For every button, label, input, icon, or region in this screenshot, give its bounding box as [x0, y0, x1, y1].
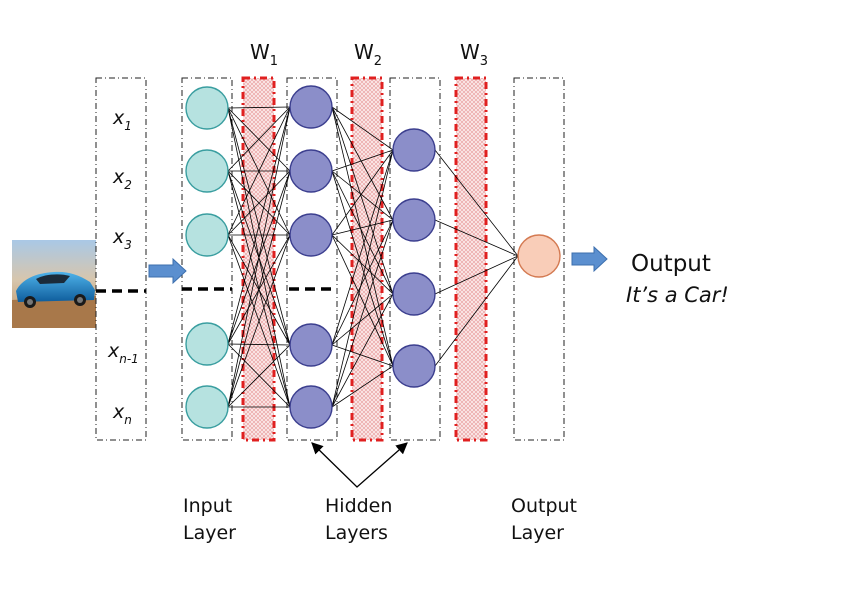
input-node — [185, 213, 229, 257]
hidden-layer-2-node — [392, 344, 436, 388]
output-layer-caption-line2: Layer — [511, 522, 564, 544]
connection-w1 — [227, 106, 291, 172]
connection-w3 — [434, 149, 519, 257]
output-title: Output — [631, 251, 711, 277]
output-arrow — [571, 245, 608, 273]
output-node — [517, 234, 561, 278]
connection-w1 — [227, 106, 291, 109]
hidden-layer-1-node — [289, 213, 333, 257]
ellipsis-separators — [96, 287, 335, 293]
connection-w2 — [331, 106, 394, 221]
connection-w1 — [227, 170, 291, 236]
connection-w2 — [331, 170, 394, 221]
connection-w3 — [434, 255, 519, 367]
input-label-x1: x1 — [112, 107, 132, 133]
input-label-x2: x2 — [112, 166, 132, 192]
hidden-layer-2-node — [392, 272, 436, 316]
connection-w2 — [331, 293, 394, 408]
weight-label-w3: W3 — [460, 40, 488, 69]
connection-w2 — [331, 344, 394, 367]
connection-w2 — [331, 219, 394, 346]
hidden-layer-1-node — [289, 149, 333, 193]
connection-w2 — [331, 170, 394, 367]
weight-band-w1 — [241, 76, 276, 442]
weight-bands — [241, 76, 488, 442]
input-layer-caption-line1: Input — [183, 495, 232, 517]
layer-captions: Input Layer Hidden Layers Output Layer — [183, 495, 577, 544]
connection-w2 — [331, 106, 394, 367]
connection-w3 — [434, 255, 519, 295]
connections — [227, 106, 519, 408]
nodes — [185, 85, 561, 429]
hidden-layers-caption-line2: Layers — [325, 522, 388, 544]
hidden-layer-2-box — [389, 77, 441, 441]
connection-w1 — [227, 106, 291, 236]
connection-w2 — [331, 149, 394, 236]
connection-w2 — [331, 234, 394, 367]
hidden-layer-1-node — [289, 85, 333, 129]
connection-w2 — [331, 170, 394, 295]
connection-w1 — [227, 234, 291, 408]
connection-w2 — [331, 365, 394, 408]
input-label-x3: x3 — [112, 226, 132, 252]
input-label-xn-1: xn-1 — [107, 340, 139, 366]
hidden-layer-1-node — [289, 385, 333, 429]
input-layer-caption-line2: Layer — [183, 522, 236, 544]
input-node — [185, 322, 229, 366]
layer-boxes — [95, 77, 565, 441]
weight-label-w1: W1 — [250, 40, 278, 69]
connection-w1 — [227, 343, 291, 346]
connection-w2 — [331, 293, 394, 346]
input-arrow — [148, 257, 187, 285]
connection-w2 — [331, 219, 394, 236]
input-labels: x1 x2 x3 xn-1 xn — [107, 107, 139, 427]
input-node — [185, 385, 229, 429]
connection-w2 — [331, 219, 394, 408]
connection-w2 — [331, 234, 394, 295]
connection-w2 — [331, 149, 394, 346]
output-layer-caption-line1: Output — [511, 495, 577, 517]
hidden-layers-pointer — [311, 442, 408, 488]
connection-w2 — [331, 106, 394, 151]
connection-w2 — [331, 149, 394, 408]
connection-w2 — [331, 149, 394, 172]
connection-w2 — [331, 106, 394, 295]
weight-band-w3 — [454, 76, 488, 442]
input-node — [185, 86, 229, 130]
input-layer-box — [181, 77, 233, 441]
weight-label-w2: W2 — [354, 40, 382, 69]
input-values-box — [95, 77, 147, 441]
connection-w1 — [227, 170, 291, 408]
car-image — [12, 240, 96, 328]
connection-w1 — [227, 344, 291, 408]
hidden-layer-1-node — [289, 323, 333, 367]
hidden-layer-1-box — [286, 77, 338, 441]
hidden-layer-2-node — [392, 128, 436, 172]
input-label-xn: xn — [112, 401, 132, 427]
output-layer-box — [513, 77, 565, 441]
hidden-layer-2-node — [392, 198, 436, 242]
weight-labels: W1 W2 W3 — [250, 40, 488, 69]
hidden-layers-caption-line1: Hidden — [325, 495, 392, 517]
connection-w3 — [434, 219, 519, 257]
connection-w1 — [227, 106, 291, 345]
output-result: It’s a Car! — [626, 283, 729, 307]
connection-w1 — [227, 106, 291, 408]
input-node — [185, 149, 229, 193]
